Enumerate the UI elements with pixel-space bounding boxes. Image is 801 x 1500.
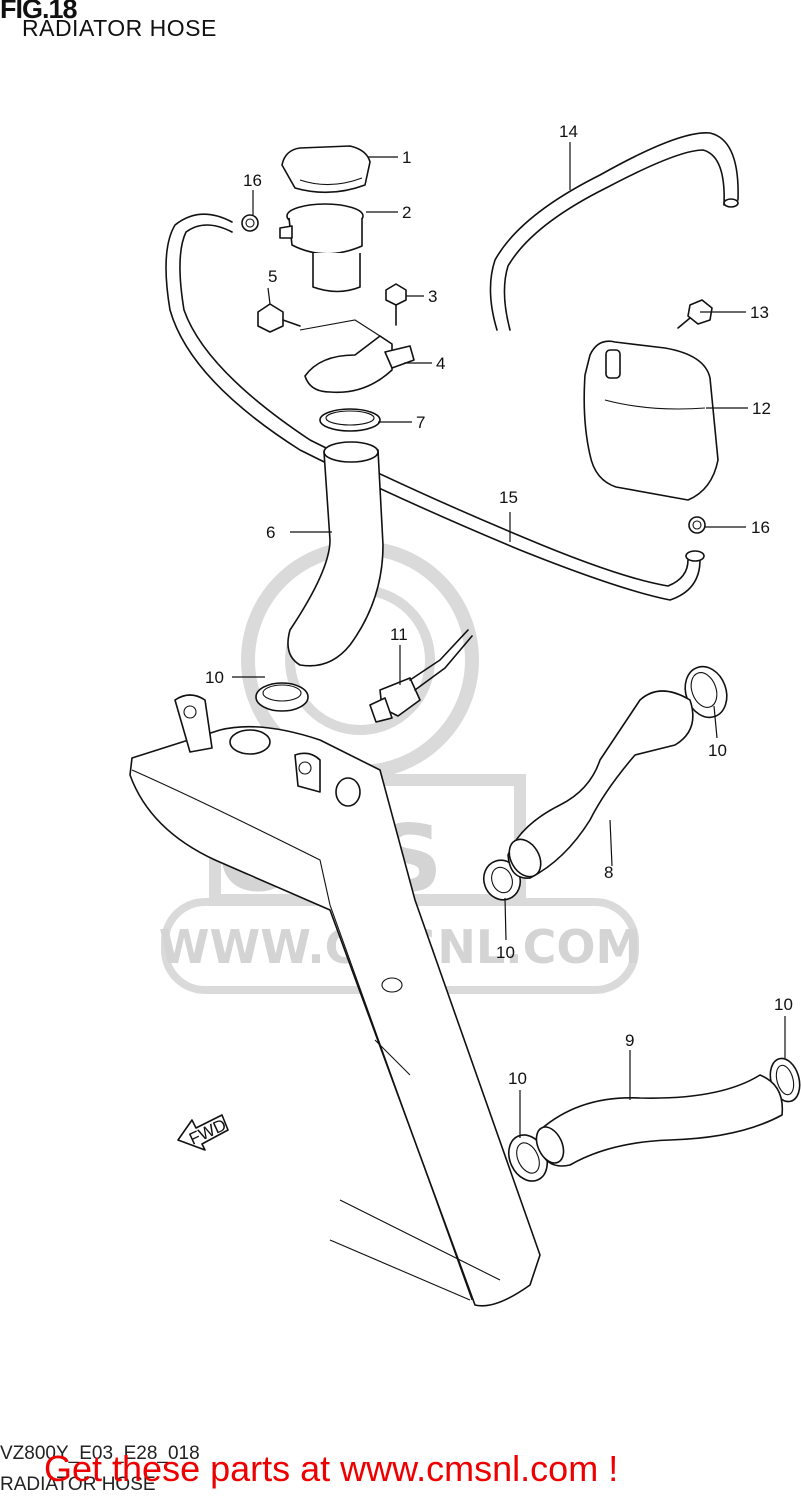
callout-16-a: 16 xyxy=(243,171,262,190)
part-5-bolt xyxy=(257,303,301,333)
callout-10-b: 10 xyxy=(708,741,727,760)
radiator-body xyxy=(129,694,541,1307)
part-10-clamp-c xyxy=(482,859,522,901)
part-14-reservoir-hose xyxy=(489,132,739,331)
callout-10-e: 10 xyxy=(774,995,793,1014)
leader-lines xyxy=(232,142,786,1138)
callout-10-a: 10 xyxy=(205,668,224,687)
part-6-radiator-hose xyxy=(287,441,384,667)
callout-13: 13 xyxy=(750,303,769,322)
part-13-bolt xyxy=(677,299,713,329)
part-2-filler-neck xyxy=(279,203,364,293)
part-10-clamp-a xyxy=(255,682,309,712)
part-8-radiator-hose xyxy=(507,690,694,879)
promo-link[interactable]: Get these parts at www.cmsnl.com ! xyxy=(44,1448,619,1489)
callout-12: 12 xyxy=(752,399,771,418)
callout-8: 8 xyxy=(604,863,613,882)
part-7-hose-clamp xyxy=(319,408,381,432)
callout-6: 6 xyxy=(266,523,275,542)
fwd-arrow-icon: FWD xyxy=(177,1114,229,1151)
part-16-clamp-lower xyxy=(688,516,706,534)
callout-10-d: 10 xyxy=(508,1069,527,1088)
part-1-radiator-cap xyxy=(281,145,371,194)
footer-subtitle: RADIATOR HOSE xyxy=(0,1474,156,1495)
callout-2: 2 xyxy=(402,203,411,222)
part-16-clamp-upper xyxy=(241,214,259,232)
part-12-reservoir-tank xyxy=(583,340,719,501)
callout-1: 1 xyxy=(402,148,411,167)
callout-11: 11 xyxy=(390,625,408,644)
callout-10-c: 10 xyxy=(496,943,515,962)
footer-diagram-code: VZ800Y_E03_E28_018 xyxy=(0,1443,200,1464)
figure-subtitle: RADIATOR HOSE xyxy=(22,15,217,41)
callout-14: 14 xyxy=(559,122,578,141)
callout-5: 5 xyxy=(268,267,277,286)
callout-3: 3 xyxy=(428,287,437,306)
figure-title: FIG.18 xyxy=(0,0,78,24)
callout-7: 7 xyxy=(416,413,425,432)
part-11-thermo-switch xyxy=(369,629,473,723)
callout-15: 15 xyxy=(499,488,518,507)
callout-16-b: 16 xyxy=(751,518,770,537)
callout-4: 4 xyxy=(436,354,445,373)
part-9-radiator-hose xyxy=(535,1074,784,1167)
callout-numbers: 1 2 3 4 5 6 7 8 9 10 10 10 10 10 11 12 1… xyxy=(205,122,793,1088)
part-4-bracket xyxy=(299,319,415,394)
part-3-bolt xyxy=(385,283,407,326)
callout-9: 9 xyxy=(625,1031,634,1050)
